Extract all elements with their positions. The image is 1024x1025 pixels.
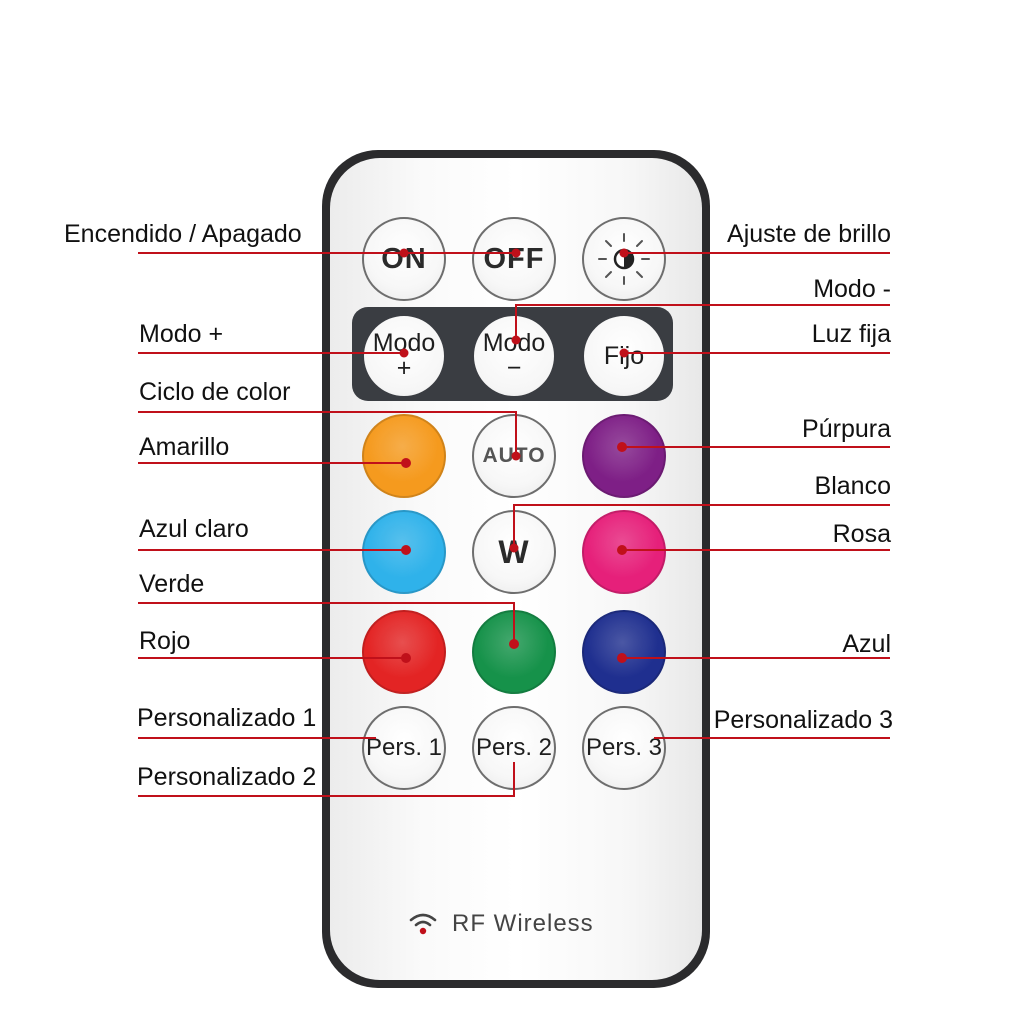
yellow-button[interactable]: [362, 414, 446, 498]
custom-2-label: Pers. 2: [475, 734, 553, 761]
on-button[interactable]: ON: [362, 217, 446, 301]
custom-1-button[interactable]: Pers. 1: [362, 706, 446, 790]
label-blanco: Blanco: [814, 472, 891, 500]
brightness-button[interactable]: [582, 217, 666, 301]
label-encendido: Encendido / Apagado: [64, 220, 302, 248]
label-azul: Azul: [842, 630, 891, 658]
purple-button[interactable]: [582, 414, 666, 498]
custom-3-button[interactable]: Pers. 3: [582, 706, 666, 790]
line-blanco: [513, 504, 890, 548]
label-pers2: Personalizado 2: [137, 763, 317, 791]
blue-button[interactable]: [582, 610, 666, 694]
label-rosa: Rosa: [832, 520, 891, 548]
line-modo-menos: [515, 304, 890, 340]
label-luz-fija: Luz fija: [811, 320, 891, 348]
label-modo-mas: Modo +: [139, 320, 224, 348]
line-ciclo: [138, 411, 517, 456]
label-modo-menos: Modo -: [813, 275, 891, 303]
line-pers2: [138, 762, 515, 797]
rf-wireless-label: RF Wireless: [452, 910, 594, 937]
custom-1-label: Pers. 1: [365, 734, 443, 761]
red-button[interactable]: [362, 610, 446, 694]
label-ciclo: Ciclo de color: [139, 378, 291, 406]
label-amarillo: Amarillo: [139, 433, 230, 461]
label-pers1: Personalizado 1: [137, 704, 317, 732]
label-purpura: Púrpura: [802, 415, 891, 443]
pink-button[interactable]: [582, 510, 666, 594]
line-verde: [138, 602, 515, 644]
wifi-signal-icon: [409, 913, 437, 935]
label-azul-claro: Azul claro: [139, 515, 249, 543]
rf-wireless-footer: RF Wireless: [408, 910, 594, 938]
label-brillo: Ajuste de brillo: [727, 220, 891, 248]
custom-3-label: Pers. 3: [585, 734, 663, 761]
label-pers3: Personalizado 3: [713, 706, 893, 734]
label-verde: Verde: [139, 570, 205, 598]
label-rojo: Rojo: [139, 627, 191, 655]
